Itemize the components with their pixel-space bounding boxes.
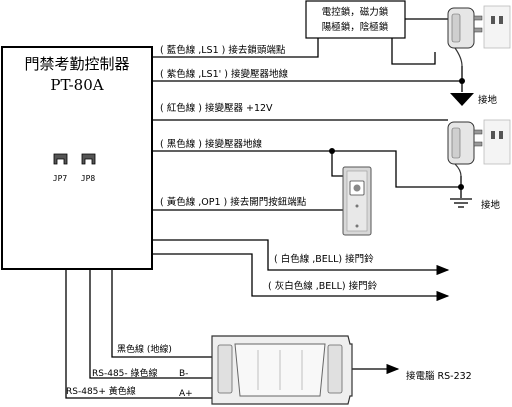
wire-purple-label: ( 紫色線 ,LS1' ) 接變壓器地線 bbox=[160, 68, 288, 80]
exit-button-icon bbox=[342, 166, 372, 236]
wire-white-line bbox=[152, 239, 450, 276]
ground-top-label: 接地 bbox=[478, 94, 498, 106]
rs485-black-line bbox=[111, 269, 212, 358]
rs485-yellow-label: RS-485+ 黃色線 bbox=[66, 385, 136, 397]
controller-model: PT-80A bbox=[50, 76, 103, 94]
lock-box-line1: 電控鎖，磁力鎖 bbox=[322, 6, 389, 18]
wire-yellow-label: ( 黃色線 ,OP1 ) 接去開門按鈕端點 bbox=[160, 196, 307, 208]
wire-grey-label: ( 灰白色線 ,BELL) 接門鈴 bbox=[268, 280, 378, 292]
wire-black-line bbox=[152, 150, 461, 188]
wire-red-label: ( 紅色線 ) 接變壓器 +12V bbox=[160, 102, 273, 114]
lock-box-line2: 陽極鎖，陰極鎖 bbox=[322, 21, 389, 33]
wire-black-label: ( 黑色線 ) 接變壓器地線 bbox=[160, 138, 262, 150]
rs485-black-label: 黑色線 (地線) bbox=[117, 343, 172, 355]
lock-box: 電控鎖，磁力鎖 陽極鎖，陰極鎖 bbox=[305, 0, 406, 39]
jumper-jp8: JP8 bbox=[81, 153, 96, 183]
jumper-jp7-label: JP7 bbox=[53, 174, 68, 183]
ground-bottom-label: 接地 bbox=[481, 199, 501, 211]
button-ground-line bbox=[331, 151, 343, 177]
wire-purple-line bbox=[152, 80, 463, 92]
pc-label: 接電腦 RS-232 bbox=[406, 370, 472, 382]
jumper-jp7: JP7 bbox=[53, 153, 68, 183]
rs485-green-label: RS-485- 綠色線 bbox=[92, 367, 158, 379]
rs485-yellow-line bbox=[65, 269, 212, 399]
junction-dot-black bbox=[329, 148, 335, 154]
wires bbox=[65, 18, 463, 399]
power-adapter-icon bbox=[447, 5, 511, 67]
controller-box: 門禁考勤控制器 PT-80A bbox=[1, 46, 153, 270]
wire-grey-line bbox=[152, 253, 450, 302]
wire-white-label: ( 白色線 ,BELL) 接門鈴 bbox=[274, 253, 374, 265]
rs485-a-plus-label: A+ bbox=[179, 389, 193, 399]
controller-title: 門禁考勤控制器 bbox=[24, 55, 129, 73]
junction-dot-top bbox=[459, 78, 465, 84]
ground-bottom-icon bbox=[450, 198, 472, 208]
ground-top-icon bbox=[450, 93, 474, 106]
rs485-green-line bbox=[89, 269, 212, 379]
db9-connector-icon bbox=[211, 335, 353, 405]
wire-blue-label: ( 藍色線 ,LS1 ) 接去鎖頭端點 bbox=[160, 44, 286, 56]
junction-dot-bottom bbox=[458, 184, 464, 190]
power-adapter-icon bbox=[447, 119, 511, 177]
jumper-jp8-label: JP8 bbox=[81, 174, 96, 183]
lock-return-line bbox=[391, 38, 436, 65]
rs485-b-minus-label: B- bbox=[179, 369, 188, 379]
wire-blue-line bbox=[152, 38, 319, 58]
